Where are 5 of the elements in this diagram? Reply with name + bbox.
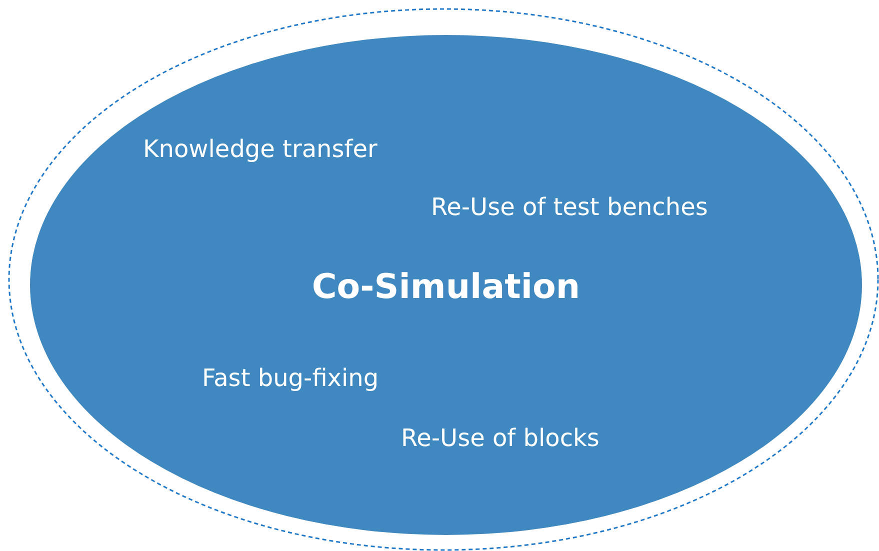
item-text: Re-Use of blocks bbox=[401, 424, 600, 452]
item-text: Fast bug-fixing bbox=[202, 364, 379, 392]
item-text: Knowledge transfer bbox=[143, 134, 378, 164]
title-text: Co-Simulation bbox=[310, 266, 582, 308]
item-text: Re-Use of test benches bbox=[431, 192, 708, 222]
